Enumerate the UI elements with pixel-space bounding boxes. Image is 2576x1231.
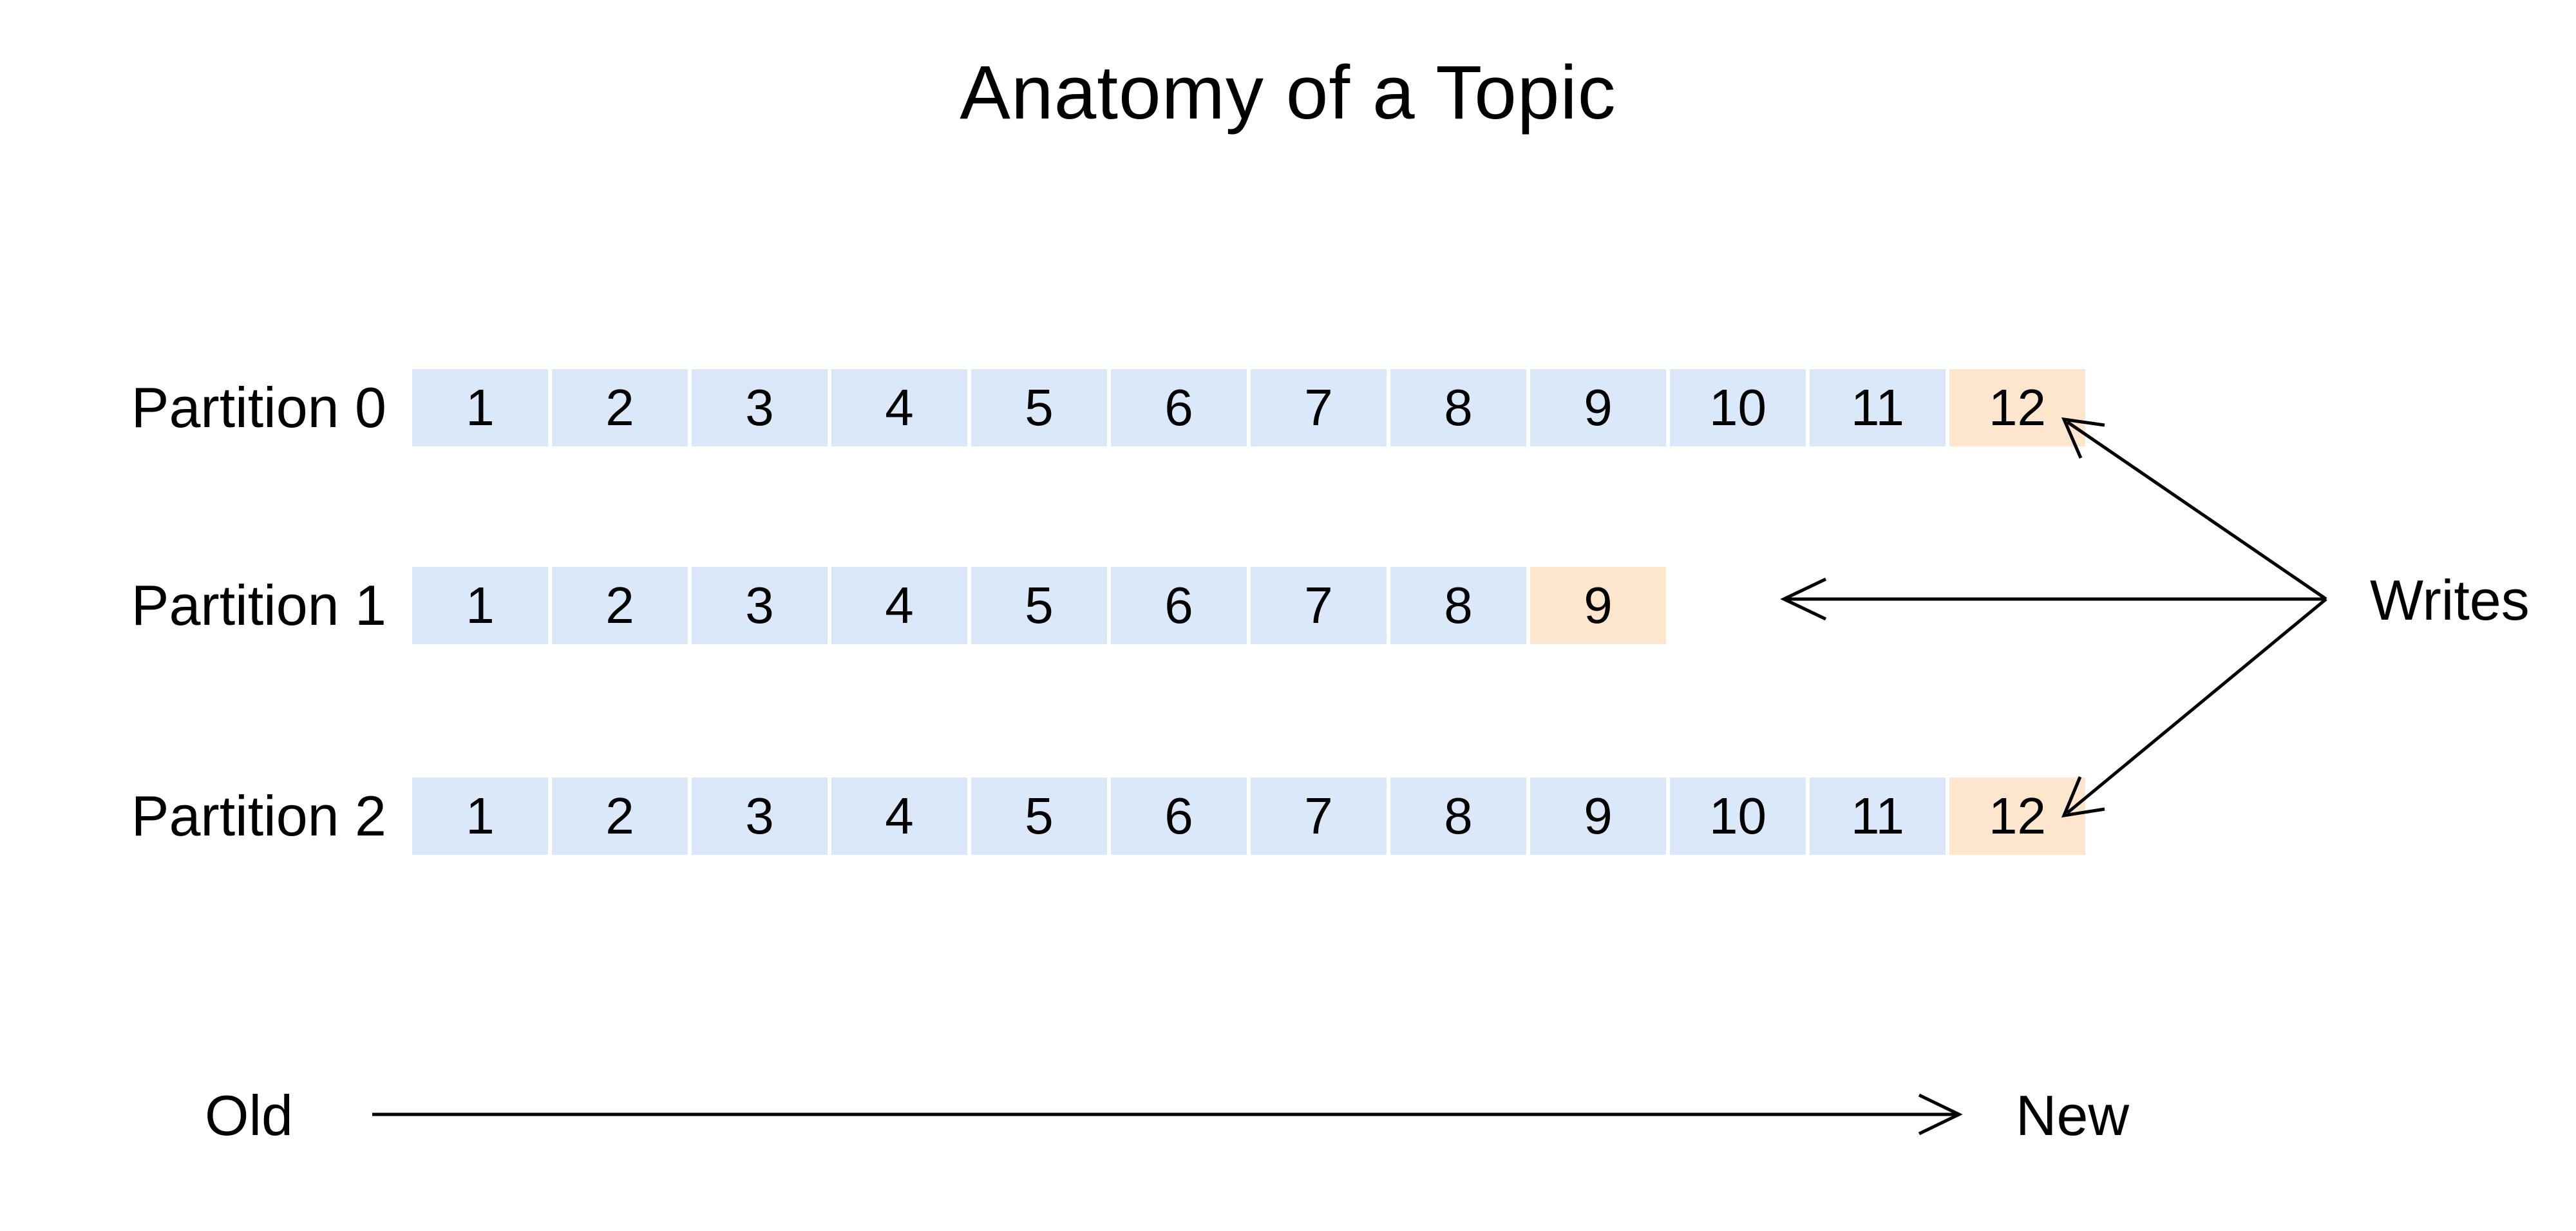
partition-row-0: Partition 0 1 2 3 4 5 6 7 8 9 10 11 12 — [131, 369, 2085, 446]
partition-label-0: Partition 0 — [131, 376, 386, 439]
offset-cell[interactable]: 5 — [971, 369, 1107, 446]
offset-cell[interactable]: 2 — [552, 778, 688, 855]
partition-label-1: Partition 1 — [131, 573, 386, 637]
offset-cell[interactable]: 9 — [1530, 778, 1666, 855]
partition-label-2: Partition 2 — [131, 784, 386, 848]
offset-cell[interactable]: 2 — [552, 567, 688, 644]
offset-cell[interactable]: 2 — [552, 369, 688, 446]
offset-cell[interactable]: 6 — [1111, 567, 1247, 644]
offset-cell-pending[interactable]: 9 — [1530, 567, 1666, 644]
offset-cell[interactable]: 1 — [412, 778, 548, 855]
offset-cell[interactable]: 5 — [971, 567, 1107, 644]
offset-cell[interactable]: 10 — [1670, 369, 1806, 446]
offset-cell[interactable]: 8 — [1390, 567, 1526, 644]
partition-row-2: Partition 2 1 2 3 4 5 6 7 8 9 10 11 12 — [131, 778, 2085, 855]
offset-cell[interactable]: 6 — [1111, 369, 1247, 446]
offset-cell[interactable]: 7 — [1251, 567, 1387, 644]
writes-arrow-partition-1 — [1780, 577, 2326, 621]
offset-cell-pending[interactable]: 12 — [1949, 369, 2085, 446]
offset-cell[interactable]: 4 — [831, 567, 967, 644]
offset-cell[interactable]: 10 — [1670, 778, 1806, 855]
offset-cell[interactable]: 11 — [1810, 369, 1946, 446]
time-axis-arrow — [372, 1093, 1963, 1136]
writes-label: Writes — [2370, 568, 2530, 632]
page-title: Anatomy of a Topic — [960, 50, 1616, 135]
offset-cell[interactable]: 3 — [692, 369, 828, 446]
time-axis-old-label: Old — [205, 1083, 293, 1147]
time-axis-new-label: New — [2016, 1083, 2130, 1147]
offset-cell[interactable]: 8 — [1390, 778, 1526, 855]
offset-cell[interactable]: 5 — [971, 778, 1107, 855]
offset-cell-pending[interactable]: 12 — [1949, 778, 2085, 855]
partition-row-1: Partition 1 1 2 3 4 5 6 7 8 9 — [131, 567, 1666, 644]
offset-cell[interactable]: 1 — [412, 567, 548, 644]
offset-cell[interactable]: 9 — [1530, 369, 1666, 446]
writes-arrow-partition-0 — [2061, 417, 2327, 601]
offset-cell[interactable]: 7 — [1251, 369, 1387, 446]
offset-cell[interactable]: 11 — [1810, 778, 1946, 855]
offset-cell[interactable]: 7 — [1251, 778, 1387, 855]
offset-cell[interactable]: 3 — [692, 778, 828, 855]
offset-cell[interactable]: 4 — [831, 778, 967, 855]
offset-cell[interactable]: 3 — [692, 567, 828, 644]
offset-cell[interactable]: 1 — [412, 369, 548, 446]
offset-cell[interactable]: 4 — [831, 369, 967, 446]
offset-cell[interactable]: 8 — [1390, 369, 1526, 446]
writes-arrow-partition-2 — [2061, 598, 2327, 818]
offset-cell[interactable]: 6 — [1111, 778, 1247, 855]
